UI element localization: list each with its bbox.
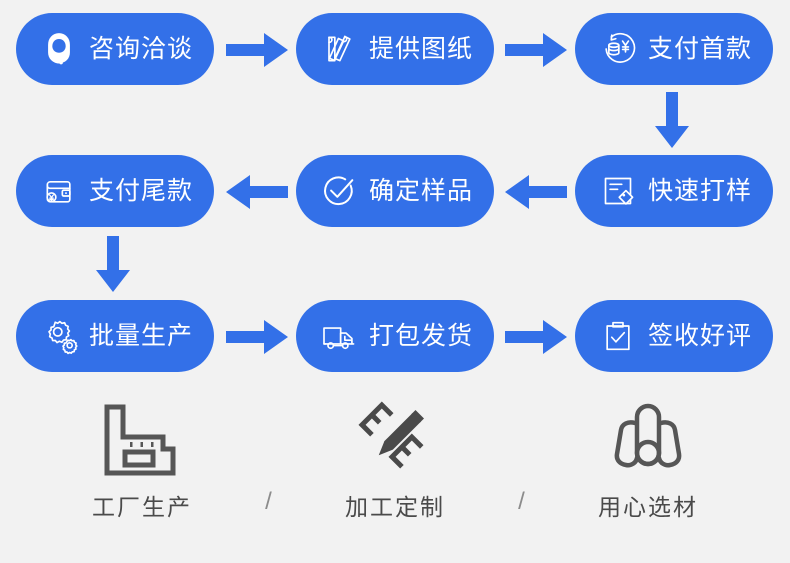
flow-step-label: 支付首款 bbox=[647, 34, 752, 63]
flow-step-label: 签收好评 bbox=[647, 321, 752, 350]
flow-step-drawings[interactable]: 提供图纸 bbox=[296, 13, 494, 85]
arrow-left-1 bbox=[505, 175, 567, 209]
factory-building-icon bbox=[101, 396, 183, 482]
flow-step-rapid-prototyping[interactable]: 快速打样 bbox=[575, 155, 773, 227]
gears-icon bbox=[37, 314, 81, 358]
check-circle-icon bbox=[317, 169, 361, 213]
coins-yuan-payment-icon bbox=[596, 27, 640, 71]
flow-step-receive-review[interactable]: 签收好评 bbox=[575, 300, 773, 372]
arrow-down-1 bbox=[655, 92, 689, 148]
flow-step-label: 快速打样 bbox=[647, 176, 752, 205]
material-rolls-icon bbox=[607, 396, 689, 482]
feature-strip: 工厂生产 / 加工定制 / bbox=[0, 396, 790, 546]
feature-quality-materials: 用心选材 bbox=[551, 396, 746, 522]
clipboard-check-icon bbox=[596, 314, 640, 358]
flow-step-label: 批量生产 bbox=[88, 321, 193, 350]
arrow-down-2 bbox=[96, 236, 130, 292]
arrow-right-4 bbox=[505, 320, 567, 354]
blueprint-rolls-icon bbox=[317, 27, 361, 71]
flow-step-label: 支付尾款 bbox=[88, 176, 193, 205]
feature-separator: / bbox=[265, 488, 272, 515]
flow-step-mass-production[interactable]: 批量生产 bbox=[16, 300, 214, 372]
feature-custom-processing: 加工定制 bbox=[298, 396, 493, 522]
feature-separator: / bbox=[518, 488, 525, 515]
flow-step-label: 确定样品 bbox=[368, 176, 473, 205]
flow-step-label: 打包发货 bbox=[368, 321, 473, 350]
arrow-right-3 bbox=[226, 320, 288, 354]
arrow-left-2 bbox=[226, 175, 288, 209]
flow-step-confirm-sample[interactable]: 确定样品 bbox=[296, 155, 494, 227]
customer-service-headset-icon bbox=[37, 27, 81, 71]
feature-label: 用心选材 bbox=[598, 494, 698, 520]
wallet-yuan-icon bbox=[37, 169, 81, 213]
arrow-right-1 bbox=[226, 33, 288, 67]
arrow-right-2 bbox=[505, 33, 567, 67]
flow-step-final-payment[interactable]: 支付尾款 bbox=[16, 155, 214, 227]
flow-step-packing-shipping[interactable]: 打包发货 bbox=[296, 300, 494, 372]
flow-step-consultation[interactable]: 咨询洽谈 bbox=[16, 13, 214, 85]
delivery-truck-icon bbox=[317, 314, 361, 358]
feature-label: 加工定制 bbox=[345, 494, 445, 520]
feature-factory-production: 工厂生产 bbox=[45, 396, 240, 522]
flow-step-label: 提供图纸 bbox=[368, 34, 473, 63]
flow-step-label: 咨询洽谈 bbox=[88, 34, 193, 63]
feature-label: 工厂生产 bbox=[92, 494, 192, 520]
pencil-customization-icon bbox=[355, 396, 435, 482]
flow-step-deposit-payment[interactable]: 支付首款 bbox=[575, 13, 773, 85]
document-tag-sample-icon bbox=[596, 169, 640, 213]
